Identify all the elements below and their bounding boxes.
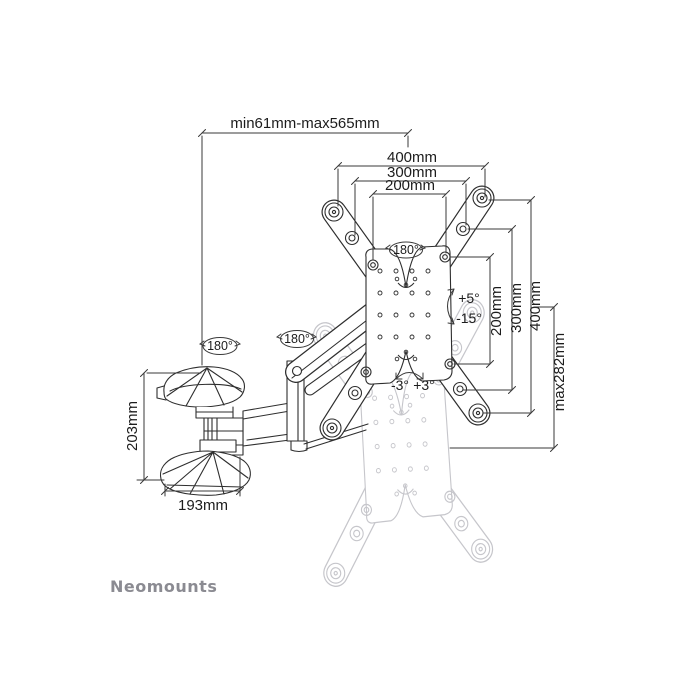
swivel-wall-annotation: 180° [198,337,242,355]
dim-height-200-label: 200mm [488,286,505,336]
dim-extension-label: min61mm-max565mm [230,115,379,132]
wall-plate-knob-top [156,366,245,419]
dimension-annotations: min61mm-max565mm 400mm 300mm 200mm 200mm [124,115,568,514]
level-left-label: -3° [391,377,409,393]
dim-plate-height: 203mm [124,369,202,484]
dim-plate-height-label: 203mm [124,401,141,451]
level-right-label: +3° [413,377,435,393]
dim-height-300: 300mm [462,225,525,394]
dim-width-200-label: 200mm [385,177,435,194]
dim-plate-width-label: 193mm [178,497,228,514]
dim-extension: min61mm-max565mm [198,115,412,366]
dim-width-400: 400mm [334,149,489,207]
swivel-screen-annotation: 180° [384,241,427,259]
tilt-up-label: +5° [458,290,480,306]
dim-width-300: 300mm [351,164,470,236]
tilt-down-label: -15° [456,310,482,326]
dim-max-below-label: max282mm [551,333,568,411]
brand-logo: Neomounts [110,577,217,596]
dim-plate-width: 193mm [161,456,244,514]
angle-annotations: 180° 180° 180° +5° -15° -3° +3° [198,241,482,393]
wall-plate-knob-bottom [159,439,251,496]
dim-width-400-label: 400mm [387,149,437,166]
dim-max-below: max282mm [449,303,568,452]
swivel-screen-label: 180° [393,243,419,257]
dim-height-200: 200mm [449,253,505,368]
dim-height-300-label: 300mm [508,283,525,333]
dim-height-400-label: 400mm [527,281,544,331]
dim-width-300-label: 300mm [387,164,437,181]
dim-height-400: 400mm [482,196,544,417]
tilt-annotation: +5° -15° [447,288,482,326]
swivel-wall-label: 180° [207,339,233,353]
swivel-mid-label: 180° [284,332,310,346]
level-annotation: -3° +3° [391,372,435,393]
dim-width-200: 200mm [369,177,450,261]
swivel-mid-annotation: 180° [275,330,318,348]
